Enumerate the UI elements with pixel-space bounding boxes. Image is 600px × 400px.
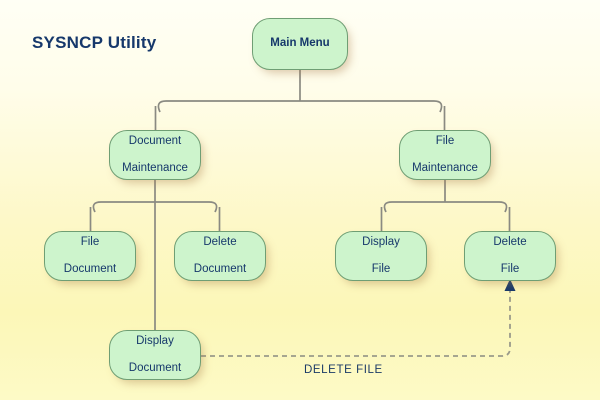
node-display-document-line1: Display <box>136 334 174 347</box>
edge-bus-file-children <box>383 201 508 213</box>
node-document-maintenance[interactable]: Document Maintenance <box>109 130 201 180</box>
edge-delete-file-dashed <box>201 289 511 357</box>
edge-label-delete-file: DELETE FILE <box>304 364 383 376</box>
node-delete-document-line1: Delete <box>203 235 237 248</box>
node-main-menu-line1: Main Menu <box>270 37 330 50</box>
node-file-maintenance[interactable]: File Maintenance <box>399 130 491 180</box>
node-display-file-line1: Display <box>362 235 400 248</box>
node-delete-file-line1: Delete <box>493 235 527 248</box>
node-display-document[interactable]: Display Document <box>109 330 201 380</box>
node-delete-document[interactable]: Delete Document <box>174 231 266 281</box>
node-file-document-line2: Document <box>63 262 117 275</box>
node-display-document-line2: Document <box>128 361 182 374</box>
node-display-file[interactable]: Display File <box>335 231 427 281</box>
node-delete-file-line2: File <box>500 262 520 275</box>
node-file-maintenance-line1: File <box>435 134 455 147</box>
node-display-file-line2: File <box>371 262 391 275</box>
node-file-document[interactable]: File Document <box>44 231 136 281</box>
node-file-maintenance-line2: Maintenance <box>412 161 478 174</box>
edge-bus-doc-children <box>92 201 218 213</box>
arrowhead-delete-file <box>504 279 516 291</box>
node-delete-document-line2: Document <box>193 262 247 275</box>
page-title: SYSNCP Utility <box>32 33 157 52</box>
node-document-maintenance-line2: Maintenance <box>122 161 188 174</box>
node-file-document-line1: File <box>80 235 100 248</box>
edge-bus-level1 <box>157 100 443 113</box>
node-delete-file[interactable]: Delete File <box>464 231 556 281</box>
node-document-maintenance-line1: Document <box>128 134 182 147</box>
node-main-menu[interactable]: Main Menu <box>252 18 348 70</box>
